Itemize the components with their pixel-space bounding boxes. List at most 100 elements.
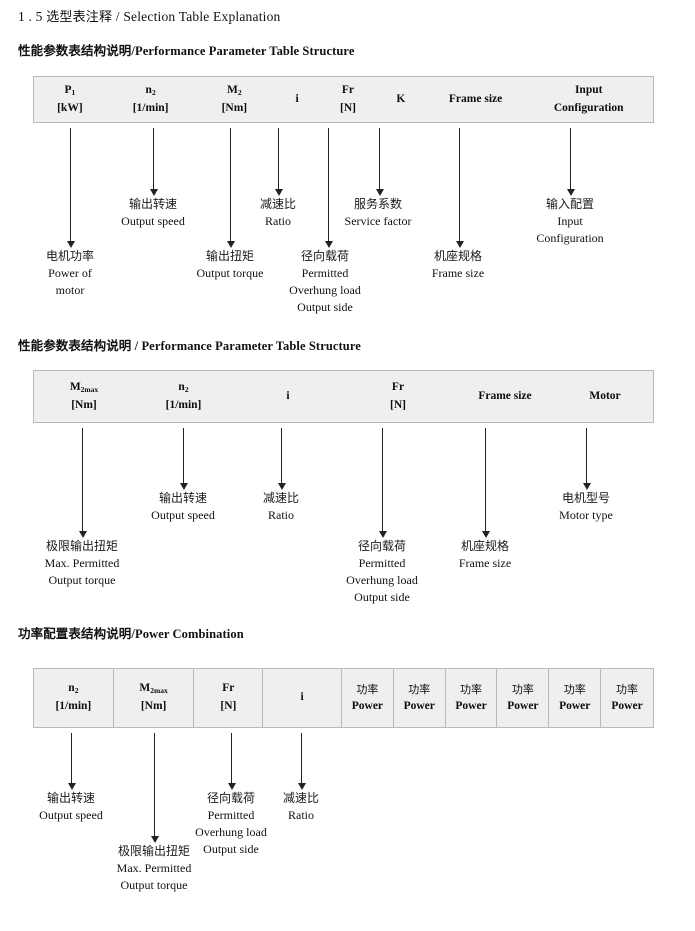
note-max-torque-en-1: Max. Permitted [44,556,120,571]
table-3-col-power-2-en: Power [403,699,435,712]
arrow-to-ratio-2 [277,428,286,490]
note-ratio-en: Ratio [264,214,291,229]
table-3-col-power-1: 功率 Power [342,669,394,727]
note-overhung-load-cn: 径向载荷 [300,249,349,263]
section-heading-performance-1: 性能参数表结构说明/Performance Parameter Table St… [18,40,354,59]
note-overhung-load-3-cn: 径向载荷 [206,791,255,805]
table-1-col-configuration-label: Configuration [553,101,624,114]
arrow-to-service-factor [375,128,384,196]
note-overhung-load-en-1: Permitted [301,266,349,281]
arrow-to-frame-size-2 [481,428,490,538]
note-output-speed-3-cn: 输出转速 [46,791,95,805]
table-1-header: P1 [kW] n2 [1/min] M2 [Nm] i Fr [N] K Fr… [33,76,654,123]
arrow-to-max-permitted-output-torque [78,428,87,538]
table-2-header: M2max [Nm] n2 [1/min] i Fr [N] Frame siz… [33,370,654,423]
note-overhung-load-en-3: Output side [297,300,353,315]
arrow-to-ratio-3 [297,733,306,790]
table-2-col-fr-symbol: Fr [391,380,405,393]
note-input-configuration-en-2: Configuration [536,231,604,246]
section-heading-power-combination: 功率配置表结构说明/Power Combination [18,623,244,642]
note-ratio-2-cn: 减速比 [262,491,300,505]
table-2-col-frame-size-label: Frame size [478,389,532,402]
section-heading-en: Performance Parameter Table Structure [134,44,355,58]
table-3-col-power-3-en: Power [455,699,487,712]
table-3-col-fr-unit: [N] [220,700,237,712]
table-1-col-fr: Fr [N] [321,77,375,122]
table-2-col-n2-symbol: n2 [178,380,189,394]
note-power-of-motor-cn: 电机功率 [45,249,95,263]
table-2-col-m2max-symbol: M2max [69,380,99,394]
table-1-col-m2: M2 [Nm] [195,77,273,122]
note-ratio-3: 减速比 Ratio [283,790,319,824]
table-1-col-i-symbol: i [295,92,299,105]
section-2-heading-sep: / [131,339,142,353]
table-1-col-i: i [273,77,321,122]
table-3-col-power-1-en: Power [351,699,384,712]
table-1-col-k: K [375,77,427,122]
note-input-configuration: 输入配置 Input Configuration [536,196,603,247]
note-service-factor-cn: 服务系数 [353,197,402,211]
table-1-col-m2-unit: [Nm] [221,101,248,114]
note-max-permitted-output-torque-3: 极限输出扭矩 Max. Permitted Output torque [117,843,192,894]
section-3-heading-en: Power Combination [134,627,244,641]
table-3-col-power-4: 功率 Power [497,669,550,727]
arrow-to-permitted-overhung-load [324,128,333,248]
note-power-of-motor: 电机功率 Power of motor [46,248,94,299]
section-heading-cn: 性能参数表结构说明 [18,43,132,58]
section-heading-sep: / [131,44,135,58]
arrow-to-max-permitted-output-torque-3 [150,733,159,843]
note-ratio-3-cn: 减速比 [282,791,320,805]
table-2-col-motor-label: Motor [589,389,621,402]
note-service-factor: 服务系数 Service factor [345,196,412,230]
table-3-col-power-3: 功率 Power [446,669,498,727]
table-3-col-fr: Fr [N] [194,669,264,727]
section-2-heading-en: Performance Parameter Table Structure [141,339,361,353]
note-max-torque-3-cn: 极限输出扭矩 [117,844,190,858]
arrow-to-frame-size [455,128,464,248]
note-permitted-overhung-load: 径向载荷 Permitted Overhung load Output side [289,248,361,316]
table-3-col-fr-symbol: Fr [222,682,235,695]
table-2-col-fr: Fr [N] [343,371,453,422]
arrow-to-output-speed-2 [179,428,188,490]
note-output-speed-2-cn: 输出转速 [158,491,207,505]
table-3-col-i: i [263,669,342,727]
table-3-col-power-4-en: Power [507,699,539,712]
arrow-to-output-speed-3 [67,733,76,790]
note-overhung-load-2-en-3: Output side [354,590,410,605]
table-3-col-i-symbol: i [300,691,304,704]
table-3-col-m2max-unit: [Nm] [140,700,167,712]
table-3-col-n2-unit: [1/min] [55,700,92,712]
table-2-col-frame-size: Frame size [453,371,557,422]
table-1-col-k-symbol: K [396,92,406,105]
table-1-col-frame-size: Frame size [427,77,525,122]
table-3-header: n2 [1/min] M2max [Nm] Fr [N] i 功率 Power … [33,668,654,728]
note-ratio-2: 减速比 Ratio [263,490,299,524]
arrow-to-output-torque [226,128,235,248]
table-1-col-fr-unit: [N] [339,101,356,114]
note-frame-size-2-en: Frame size [458,556,512,571]
table-2-col-i-symbol: i [286,389,290,402]
note-motor-type: 电机型号 Motor type [559,490,613,524]
table-2-col-m2max-unit: [Nm] [71,398,97,411]
table-2-col-fr-unit: [N] [390,398,406,411]
note-overhung-load-3-en-1: Permitted [207,808,255,823]
note-power-of-motor-en-1: Power of [48,266,92,281]
note-permitted-overhung-load-2: 径向载荷 Permitted Overhung load Output side [346,538,418,606]
table-3-col-power-2-cn: 功率 [408,682,431,696]
section-3-heading-cn: 功率配置表结构说明 [18,626,132,641]
note-permitted-overhung-load-3: 径向载荷 Permitted Overhung load Output side [195,790,267,858]
arrow-to-permitted-overhung-load-2 [378,428,387,538]
note-ratio-cn: 减速比 [259,197,297,211]
page-title-en: Selection Table Explanation [123,9,281,24]
note-output-speed-3: 输出转速 Output speed [39,790,103,824]
note-overhung-load-2-en-2: Overhung load [346,573,418,588]
note-max-permitted-output-torque: 极限输出扭矩 Max. Permitted Output torque [45,538,120,589]
note-input-configuration-cn: 输入配置 [545,197,595,211]
note-overhung-load-2-cn: 径向载荷 [357,539,406,553]
note-output-speed: 输出转速 Output speed [121,196,185,230]
note-ratio: 减速比 Ratio [260,196,296,230]
note-frame-size-2: 机座规格 Frame size [459,538,511,572]
note-frame-size-cn: 机座规格 [433,249,482,263]
note-output-torque-en: Output torque [196,266,264,281]
note-max-torque-cn: 极限输出扭矩 [45,539,118,553]
